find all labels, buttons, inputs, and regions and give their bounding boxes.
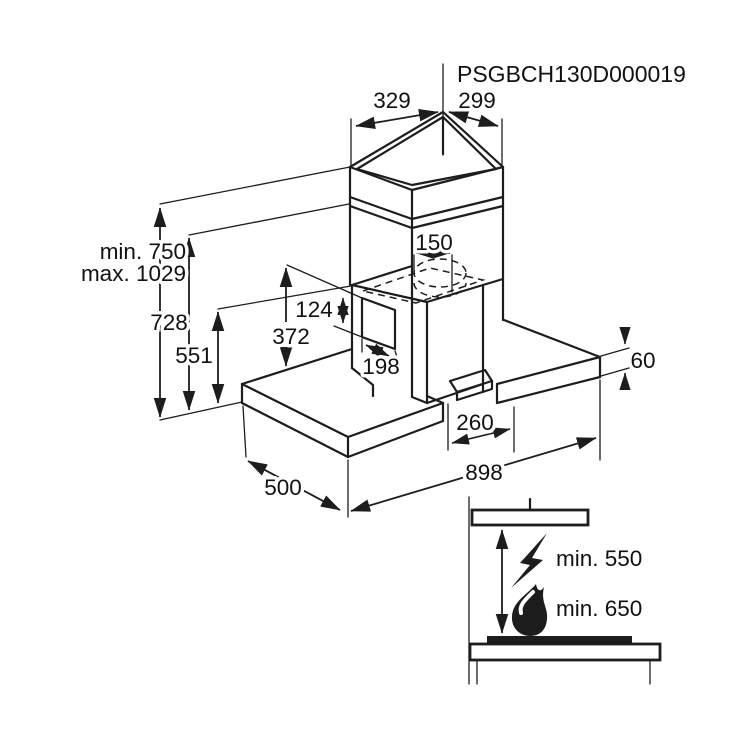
dim-500-label: 500 <box>264 475 302 500</box>
dim-150-label: 150 <box>415 230 453 255</box>
dim-299-label: 299 <box>458 88 496 113</box>
clearance-electric-label: min. 550 <box>556 546 642 571</box>
dim-551-label: 551 <box>175 343 213 368</box>
motor-housing <box>350 258 505 405</box>
duct-base-outline <box>360 267 486 304</box>
dim-372-label: 372 <box>272 324 310 349</box>
dimension-labels: PSGBCH130D000019 329 299 min. 750 max. 1… <box>77 61 686 504</box>
dim-124-label: 124 <box>295 297 333 322</box>
dimension-lines <box>153 109 631 512</box>
counter-side-profile <box>468 642 662 662</box>
flame-icon <box>511 584 548 636</box>
dim-198-label: 198 <box>362 354 400 379</box>
chimney <box>348 110 505 405</box>
lightning-icon <box>511 533 547 588</box>
duct-circle-lower <box>413 282 467 298</box>
dimension-extension-lines <box>159 63 630 518</box>
dim-329-label: 329 <box>373 88 411 113</box>
dim-728-label: 728 <box>150 310 188 335</box>
dim-260-label: 260 <box>456 410 494 435</box>
hood-side-profile <box>470 508 590 527</box>
clearance-gas-label: min. 650 <box>556 596 642 621</box>
flame-inner-swirl <box>518 590 535 615</box>
cooktop-surface <box>487 636 632 644</box>
connection-window <box>360 296 397 351</box>
drawing-code: PSGBCH130D000019 <box>457 61 686 87</box>
dim-max1029-label: max. 1029 <box>81 261 186 286</box>
dim-898-label: 898 <box>465 460 503 485</box>
dim-60-label: 60 <box>630 348 655 373</box>
clearance-legend: min. 550 min. 650 <box>468 496 662 685</box>
dim-min750-label: min. 750 <box>100 239 186 264</box>
duct-circle <box>413 258 467 288</box>
